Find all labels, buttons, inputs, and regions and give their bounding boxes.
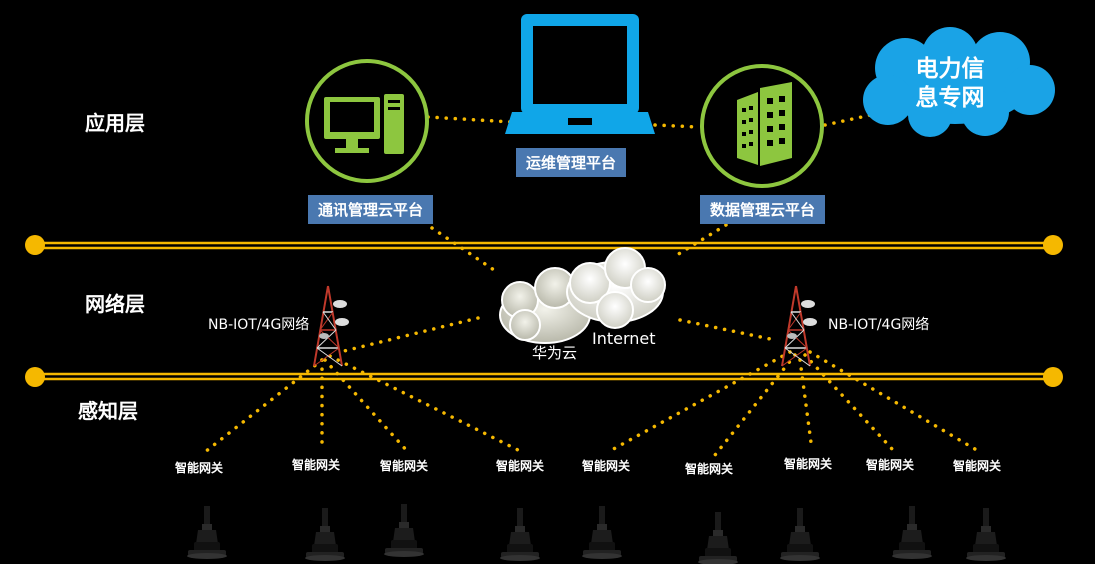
- power-network-line1: 电力信: [915, 56, 985, 82]
- gateway-label: 智能网关: [582, 459, 631, 473]
- sensor-icon: [966, 508, 1006, 561]
- building-icon: [737, 82, 792, 166]
- sensors: [187, 504, 1006, 564]
- gateway-label: 智能网关: [685, 462, 734, 476]
- tower-icon: [781, 285, 818, 367]
- bottom-bus-line: [25, 367, 1063, 387]
- sensor-icon: [305, 508, 345, 561]
- power-network-label: 电力信 息专网: [885, 55, 1015, 113]
- gateway-label: 智能网关: [496, 459, 545, 473]
- sensor-icon: [384, 504, 424, 557]
- power-network-line2: 息专网: [915, 85, 985, 111]
- internet-label: Internet: [592, 329, 656, 348]
- gateway-label: 智能网关: [784, 457, 833, 471]
- right-tower-label: NB-IOT/4G网络: [828, 317, 930, 333]
- gateway-label: 智能网关: [953, 459, 1002, 473]
- comm-platform-label: 通讯管理云平台: [308, 195, 434, 224]
- layer-label-application: 应用层: [85, 111, 145, 135]
- left-tower: [313, 285, 350, 367]
- sensor-icon: [892, 506, 932, 559]
- sensor-icon: [780, 508, 820, 561]
- layer-label-network: 网络层: [85, 292, 145, 316]
- gateway-label: 智能网关: [380, 459, 429, 473]
- data-platform-label: 数据管理云平台: [700, 195, 826, 224]
- sensor-icon: [500, 508, 540, 561]
- gateway-label: 智能网关: [292, 458, 341, 472]
- sensor-icon: [582, 506, 622, 559]
- dotted-connectors: [203, 111, 982, 457]
- computer-icon: [324, 94, 404, 154]
- laptop-icon: [505, 14, 655, 134]
- data-platform-node: [700, 64, 824, 188]
- comm-platform-node: [305, 59, 429, 183]
- layer-label-perception: 感知层: [78, 399, 138, 423]
- top-bus-line: [25, 235, 1063, 255]
- sensor-icon: [698, 512, 738, 564]
- sensor-icon: [187, 506, 227, 559]
- left-tower-label: NB-IOT/4G网络: [208, 317, 310, 333]
- ops-platform-label: 运维管理平台: [516, 148, 627, 177]
- gateway-label: 智能网关: [175, 461, 224, 475]
- huawei-cloud-label: 华为云: [532, 344, 578, 362]
- gateway-label: 智能网关: [866, 458, 915, 472]
- internet-cloud: [499, 247, 666, 344]
- tower-icon: [313, 285, 350, 367]
- right-tower: [781, 285, 818, 367]
- cloud-icon: [863, 27, 1055, 137]
